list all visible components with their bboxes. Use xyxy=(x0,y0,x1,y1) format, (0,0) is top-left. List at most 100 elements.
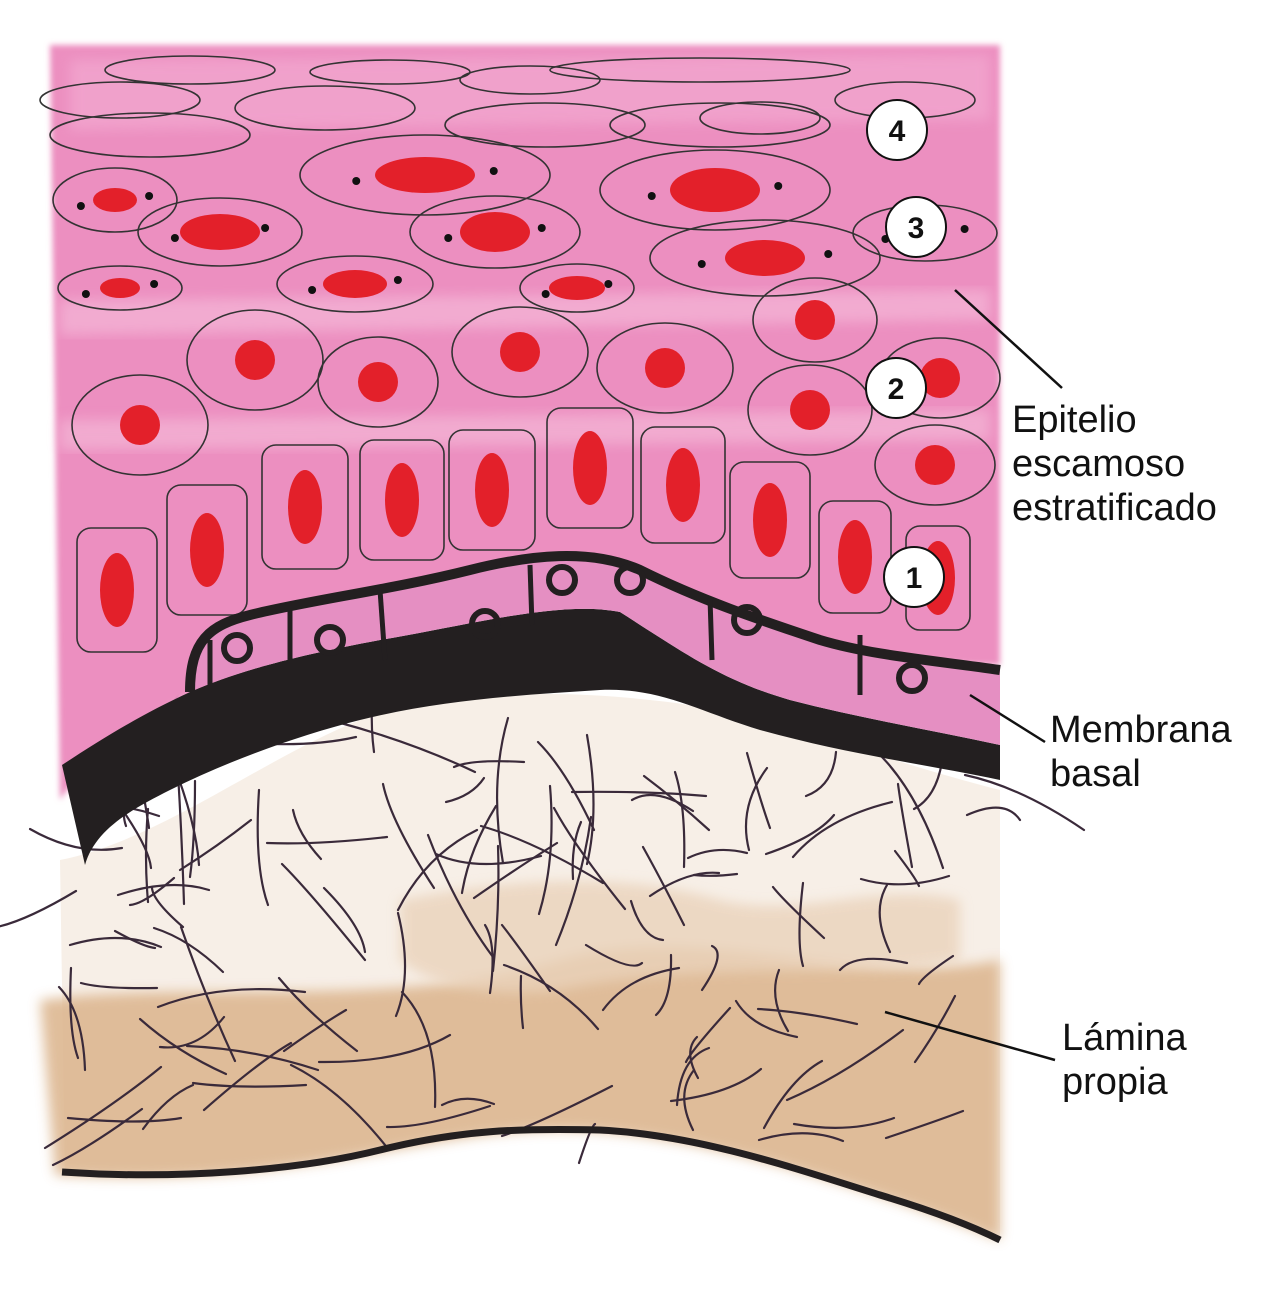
collagen-fiber xyxy=(158,1015,226,1049)
collagen-fiber xyxy=(472,841,559,900)
columnar-cell xyxy=(261,444,349,570)
collagen-fiber xyxy=(675,1046,711,1107)
marker-3-label: 3 xyxy=(908,212,925,245)
collagen-fiber xyxy=(917,954,955,986)
collagen-fiber xyxy=(176,771,186,906)
marker-2-label: 2 xyxy=(888,373,905,406)
granule xyxy=(308,286,317,294)
granule xyxy=(604,280,613,288)
columnar-nucleus xyxy=(573,431,607,505)
spinous-nucleus xyxy=(358,362,398,402)
collagen-fiber xyxy=(913,994,957,1064)
spinous-cell xyxy=(71,374,209,476)
lamina-propria-label: Lámina propia xyxy=(1062,1016,1187,1104)
collagen-fiber xyxy=(479,824,605,885)
collagen-fiber xyxy=(692,872,739,877)
collagen-fiber xyxy=(79,981,159,990)
collagen-fiber xyxy=(291,808,323,861)
granule xyxy=(261,224,270,232)
collagen-fiber xyxy=(128,876,176,907)
lamina-propria-region xyxy=(40,694,1000,1240)
collagen-fiber xyxy=(689,1035,700,1080)
epithelium-label-line-1: Epitelio xyxy=(1012,399,1137,441)
collagen-fiber xyxy=(178,818,253,872)
collagen-fiber xyxy=(552,806,627,911)
spinous-cell xyxy=(596,322,734,414)
granular-nucleus xyxy=(180,214,260,250)
granule xyxy=(541,290,550,298)
layer-markers: 4 3 2 1 xyxy=(865,99,947,608)
collagen-fiber xyxy=(700,944,719,992)
collagen-fiber xyxy=(804,750,838,798)
basal-nucleus xyxy=(314,624,346,656)
collagen-fiber xyxy=(756,1007,859,1026)
epithelium-leader xyxy=(954,289,1063,389)
collagen-fiber xyxy=(460,804,498,895)
collagen-fiber xyxy=(963,773,1086,832)
granule xyxy=(697,260,706,268)
collagen-fiber xyxy=(69,966,80,1060)
granule xyxy=(352,177,361,185)
granular-nucleus xyxy=(725,240,805,276)
collagen-fiber xyxy=(878,883,892,954)
granular-cell xyxy=(52,167,178,233)
granule xyxy=(647,192,656,200)
marker-3: 3 xyxy=(885,196,947,258)
collagen-fiber xyxy=(785,1028,905,1102)
basal-cell-layer xyxy=(207,564,928,715)
collagen-fiber xyxy=(141,1083,195,1131)
squamous-cell xyxy=(549,57,851,83)
collagen-fiber xyxy=(791,800,894,859)
collagen-fiber xyxy=(138,1017,228,1076)
granular-nucleus xyxy=(375,157,475,193)
basal-cell-border xyxy=(707,597,715,661)
collagen-fiber xyxy=(289,1063,391,1152)
membrane-leader xyxy=(969,693,1046,744)
granule xyxy=(960,225,969,233)
collagen-fiber xyxy=(654,953,673,1017)
spinous-nucleus xyxy=(790,390,830,430)
granule xyxy=(170,234,179,242)
collagen-fiber xyxy=(452,760,526,769)
squamous-cell xyxy=(234,85,416,131)
collagen-fiber xyxy=(762,1059,824,1130)
collagen-fiber xyxy=(51,1107,144,1167)
collagen-fiber xyxy=(669,1067,763,1103)
basal-nucleus xyxy=(614,564,646,596)
basement-membrane-label-line-1: Membrana xyxy=(1050,709,1232,751)
leader-lines xyxy=(884,289,1063,1062)
collagen-fiber xyxy=(28,827,124,851)
basement-membrane xyxy=(62,551,1001,865)
squamous-cell xyxy=(609,102,831,148)
collagen-fiber xyxy=(434,852,543,866)
collagen-fiber xyxy=(893,849,921,888)
granular-cell xyxy=(299,134,551,216)
collagen-fiber xyxy=(444,776,486,804)
collagen-fiber xyxy=(629,899,665,942)
spinous-nucleus xyxy=(920,358,960,398)
spinous-nucleus xyxy=(500,332,540,372)
spinous-nucleus xyxy=(645,348,685,388)
collagen-fiber xyxy=(684,1006,732,1064)
columnar-nucleus xyxy=(753,483,787,557)
spinous-nucleus xyxy=(120,405,160,445)
granule xyxy=(824,250,833,258)
collagen-fiber xyxy=(774,968,790,1033)
columnar-cell xyxy=(640,426,726,544)
collagen-fiber xyxy=(277,976,359,1053)
collagen-fiber xyxy=(322,886,367,954)
collagen-fiber xyxy=(385,1104,492,1129)
collagen-fiber xyxy=(381,782,436,890)
columnar-nucleus xyxy=(100,553,134,627)
collagen-fiber xyxy=(686,848,749,860)
marker-1-label: 1 xyxy=(906,562,923,595)
collagen-fiber xyxy=(585,733,595,866)
columnar-cell xyxy=(76,527,158,653)
granular-cell xyxy=(276,255,434,313)
epithelium-label: Epitelio escamoso estratificado xyxy=(1012,398,1217,530)
marker-1: 1 xyxy=(883,546,945,608)
collagen-fiber xyxy=(554,815,593,947)
basal-cell-border xyxy=(527,564,535,626)
granular-nucleus xyxy=(549,276,605,300)
granular-nucleus xyxy=(460,212,530,252)
